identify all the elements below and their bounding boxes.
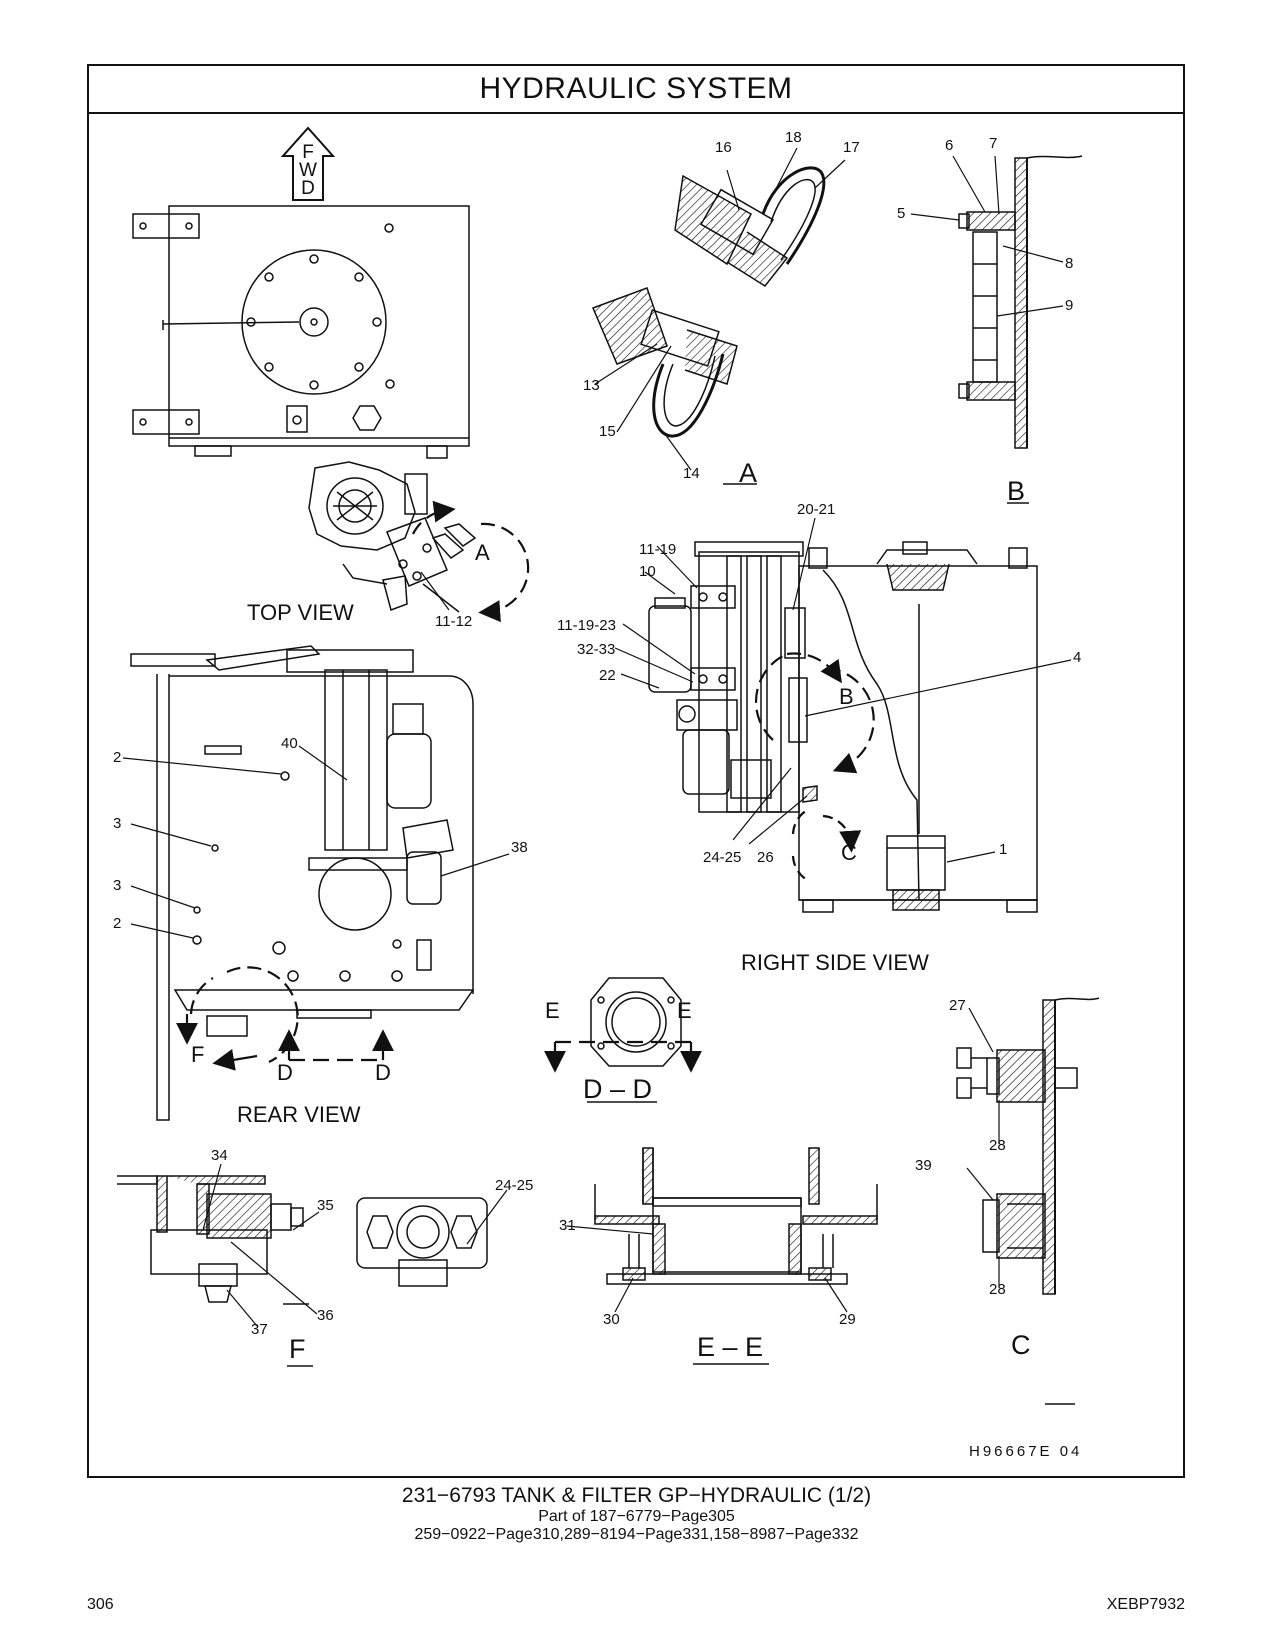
callout-24-25-flange: 24-25 <box>495 1177 533 1194</box>
right-side-view-drawing <box>648 541 1038 913</box>
detail-circle-a <box>478 522 530 623</box>
detail-a-label: A <box>739 458 757 488</box>
callout-11-19-23: 11-19-23 <box>557 617 616 634</box>
fwd-letter-f: F <box>302 142 314 163</box>
detail-marker-a: A <box>475 540 490 565</box>
document-code: XEBP7932 <box>1106 1596 1185 1613</box>
callout-37: 37 <box>251 1321 268 1338</box>
callout-14: 14 <box>683 465 700 482</box>
callout-31: 31 <box>559 1217 576 1234</box>
callout-28-lower: 28 <box>989 1281 1006 1298</box>
detail-marker-f: F <box>191 1042 204 1067</box>
detail-circle-f <box>226 966 299 1063</box>
section-marker-d-left: D <box>277 1060 293 1085</box>
detail-circle-b <box>826 666 875 774</box>
callout-3-lower: 3 <box>113 877 121 894</box>
flange-24-25-drawing <box>356 1197 488 1287</box>
callout-13: 13 <box>583 377 600 394</box>
callout-22: 22 <box>599 667 616 684</box>
detail-a-drawing <box>591 166 826 438</box>
detail-marker-c: C <box>841 840 857 865</box>
callout-4: 4 <box>1073 649 1081 666</box>
section-marker-d-right: D <box>375 1060 391 1085</box>
right-side-view-label: RIGHT SIDE VIEW <box>741 950 929 975</box>
callout-29: 29 <box>839 1311 856 1328</box>
callout-3-upper: 3 <box>113 815 121 832</box>
callout-35: 35 <box>317 1197 334 1214</box>
callout-6: 6 <box>945 137 953 154</box>
section-ee-drawing <box>594 1147 878 1365</box>
callout-7: 7 <box>989 135 997 152</box>
detail-marker-b: B <box>839 684 854 709</box>
rear-view-drawing <box>130 645 475 1121</box>
callout-18: 18 <box>785 129 802 146</box>
caption-title: 231−6793 TANK & FILTER GP−HYDRAULIC (1/2… <box>401 1484 872 1507</box>
callout-8: 8 <box>1065 255 1073 272</box>
detail-b-drawing <box>958 155 1083 449</box>
callout-36: 36 <box>317 1307 334 1324</box>
fwd-letter-d: D <box>301 178 315 199</box>
callout-30: 30 <box>603 1311 620 1328</box>
hydraulic-diagram: F W D TOP VIEW RIGHT SIDE VIEW REAR VIEW… <box>113 126 1100 1460</box>
callout-2-upper: 2 <box>113 749 121 766</box>
callout-26: 26 <box>757 849 774 866</box>
callout-39: 39 <box>915 1157 932 1174</box>
callout-10: 10 <box>639 563 656 580</box>
detail-f-label: F <box>289 1334 306 1364</box>
callout-20-21: 20-21 <box>797 501 835 518</box>
top-view-drawing <box>132 126 530 623</box>
callout-1: 1 <box>999 841 1007 858</box>
detail-b-label: B <box>1007 476 1025 506</box>
caption-references: 259−0922−Page310,289−8194−Page331,158−89… <box>414 1526 859 1543</box>
page-number: 306 <box>87 1596 114 1613</box>
diagram-title: HYDRAULIC SYSTEM <box>89 66 1183 114</box>
section-dd-drawing <box>544 977 702 1103</box>
section-marker-e-right: E <box>677 998 692 1023</box>
top-view-label: TOP VIEW <box>247 600 354 625</box>
callout-28-upper: 28 <box>989 1137 1006 1154</box>
fwd-arrow-icon <box>280 126 336 201</box>
detail-f-drawing <box>117 1175 309 1305</box>
section-dd-label: D – D <box>583 1074 652 1104</box>
drawing-id: H96667E 04 <box>969 1443 1082 1460</box>
callout-34: 34 <box>211 1147 228 1164</box>
fwd-letter-w: W <box>299 160 317 181</box>
detail-c-drawing <box>956 997 1100 1405</box>
section-marker-e-left: E <box>545 998 560 1023</box>
detail-c-label: C <box>1011 1330 1031 1360</box>
callout-40: 40 <box>281 735 298 752</box>
diagram-frame: HYDRAULIC SYSTEM <box>87 64 1185 1478</box>
section-ee-label: E – E <box>697 1332 763 1362</box>
callout-5: 5 <box>897 205 905 222</box>
callout-11-19: 11-19 <box>639 541 676 558</box>
callout-16: 16 <box>715 139 732 156</box>
callout-9: 9 <box>1065 297 1073 314</box>
caption-part-of: Part of 187−6779−Page305 <box>538 1508 735 1525</box>
callout-38: 38 <box>511 839 528 856</box>
callout-32-33: 32-33 <box>577 641 615 658</box>
callout-15: 15 <box>599 423 616 440</box>
callout-24-25-side: 24-25 <box>703 849 741 866</box>
callout-11-12: 11-12 <box>435 613 472 630</box>
detail-circle-c <box>822 814 862 853</box>
rear-view-label: REAR VIEW <box>237 1102 361 1127</box>
callout-27: 27 <box>949 997 966 1014</box>
callout-17: 17 <box>843 139 860 156</box>
callout-2-lower: 2 <box>113 915 121 932</box>
